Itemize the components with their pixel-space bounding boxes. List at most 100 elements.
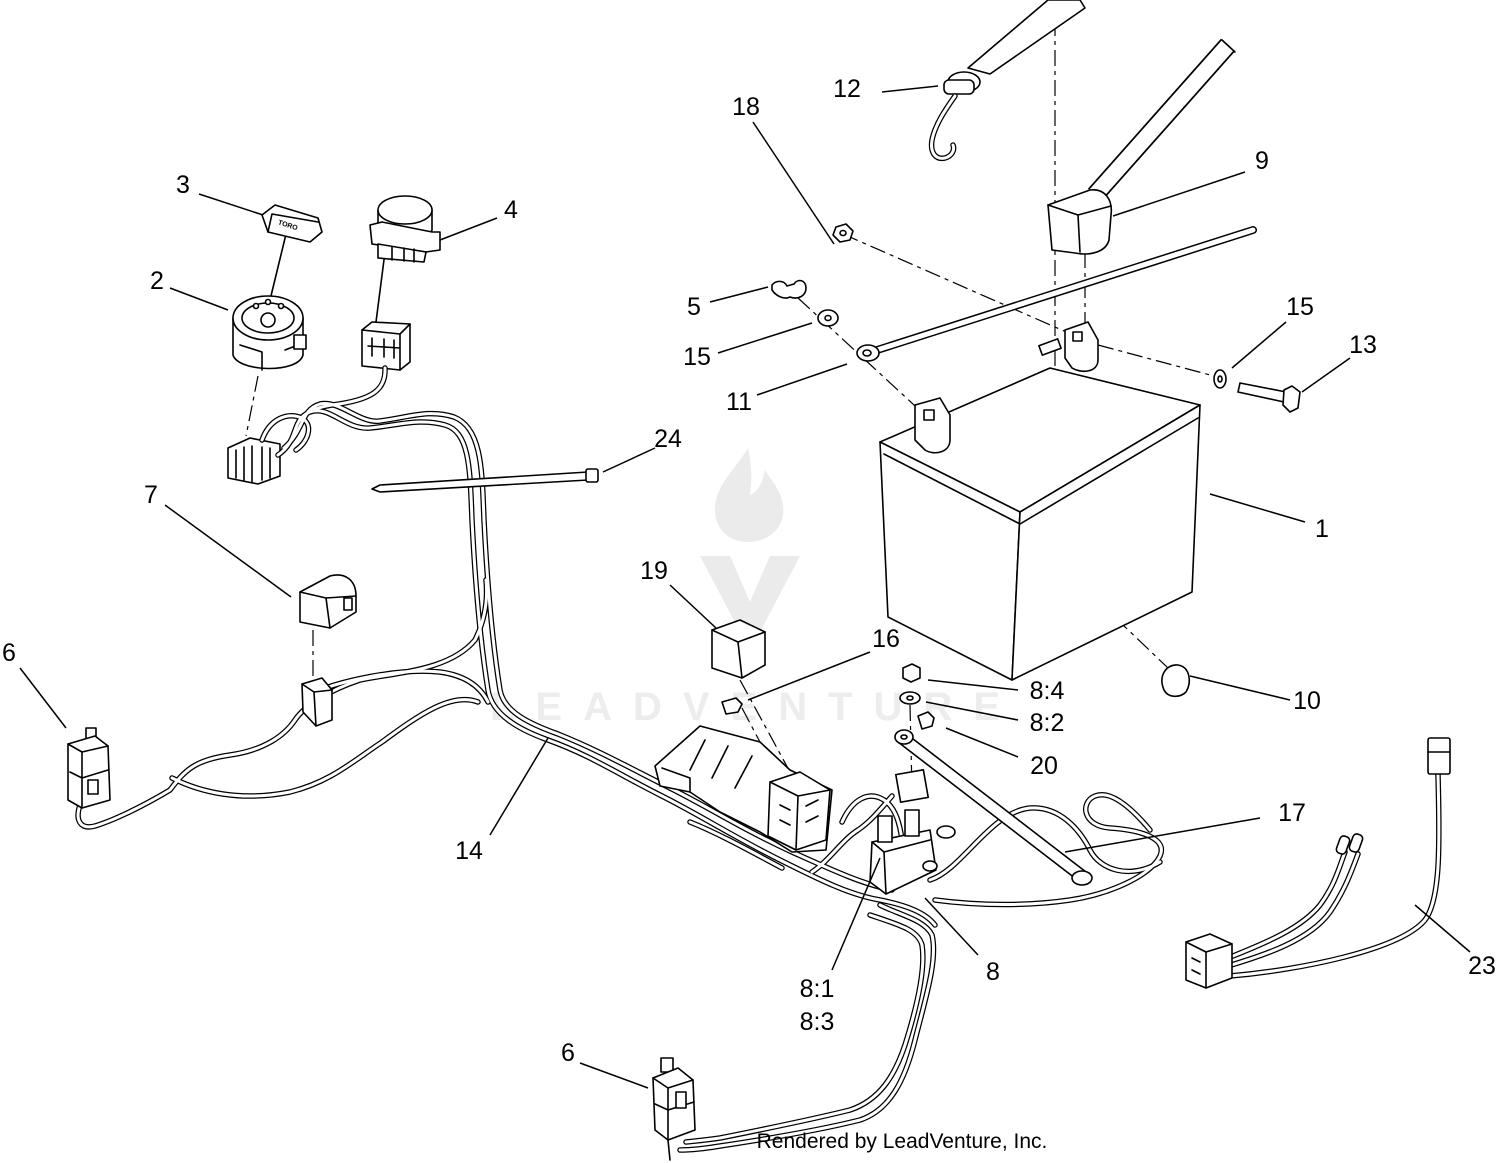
alignment-line	[375, 251, 386, 323]
washer-hole	[1217, 375, 1223, 383]
bolt-head	[1282, 385, 1301, 413]
strap-hook	[930, 94, 957, 160]
switch-body	[67, 735, 111, 809]
battery-terminal-left	[914, 397, 951, 454]
bolt-shaft	[1237, 382, 1287, 403]
callout-label: 12	[833, 75, 861, 103]
watermark-v-icon	[700, 556, 800, 632]
callout-label: 9	[1255, 147, 1269, 175]
cap	[1161, 664, 1191, 698]
switch-lead	[667, 1139, 671, 1161]
strap-buckle-pin	[943, 79, 975, 95]
strap-ring	[1071, 870, 1093, 886]
callout-labels: 12 18 9 3 4 2 5 15 13 15 11 24 7 1 19 16…	[2, 75, 1496, 1067]
solenoid-body	[869, 829, 937, 895]
solenoid-post	[877, 815, 893, 843]
callout-label: 14	[455, 837, 483, 865]
switch-body	[652, 1067, 696, 1141]
render-credit: Rendered by LeadVenture, Inc.	[757, 1130, 1048, 1153]
callout-label: 13	[1349, 331, 1377, 359]
alignment-line	[1097, 344, 1215, 377]
callout-label: 17	[1278, 799, 1306, 827]
leader-line	[945, 727, 1019, 758]
battery-terminal-right	[1064, 321, 1099, 373]
connector-ridges	[235, 445, 271, 483]
harness-wire	[76, 578, 489, 829]
callout-label: 15	[683, 343, 711, 371]
callout-label: 8:4	[1030, 677, 1065, 705]
callout-label: 16	[872, 625, 900, 653]
bolt-small	[721, 697, 743, 715]
key-slot-icon	[260, 312, 276, 328]
ignition-key: TORO	[261, 204, 323, 243]
leader-line	[1209, 493, 1306, 523]
relay	[711, 619, 766, 679]
connector-slots	[361, 323, 411, 371]
leader-line	[602, 447, 656, 473]
leader-line	[579, 1062, 649, 1089]
nut-8-4	[902, 663, 921, 683]
callout-label: 6	[561, 1039, 575, 1067]
leader-line	[747, 651, 871, 701]
connector-body	[227, 437, 281, 485]
harness-connector	[227, 437, 281, 485]
washer-hole	[906, 695, 914, 701]
leader-line	[1231, 321, 1287, 369]
cable-end	[1221, 39, 1236, 53]
switch-tab	[343, 597, 353, 611]
hardware	[721, 223, 1301, 730]
harness-clip-edge	[301, 683, 333, 727]
solenoid-mount	[922, 860, 938, 872]
alignment-line	[739, 679, 791, 773]
ring-terminal	[936, 825, 956, 839]
harness-wire	[78, 580, 486, 827]
cable-tie	[371, 468, 599, 493]
switch-edge	[299, 591, 357, 629]
leader-line	[831, 857, 881, 971]
position-mark	[277, 302, 285, 310]
callout-label: 7	[144, 481, 158, 509]
leader-line	[717, 322, 813, 354]
cable-boot	[1047, 189, 1113, 255]
leader-line	[489, 737, 549, 836]
terminal-hole	[923, 409, 935, 421]
pto-switch	[369, 195, 441, 263]
leader-line	[924, 897, 979, 956]
cable-body	[1089, 39, 1234, 201]
leader-line	[19, 667, 67, 729]
switch-edge	[67, 743, 109, 809]
leader-line	[925, 701, 1019, 721]
battery-right-face	[1011, 404, 1201, 681]
alignment-line	[245, 375, 259, 437]
callout-label: 11	[726, 388, 752, 416]
relay-socket	[767, 771, 831, 851]
callout-label: 15	[1286, 293, 1314, 321]
alignment-line	[842, 233, 1081, 339]
callout-label: 8:1	[800, 975, 835, 1003]
callout-label: 1	[1315, 515, 1329, 543]
cable-boot-edge	[1047, 204, 1112, 253]
hold-down-strap	[928, 0, 1086, 162]
leader-line	[881, 85, 939, 93]
leader-lines	[19, 85, 1471, 1089]
bullet-connector	[1335, 835, 1351, 855]
end-connector	[1427, 737, 1451, 775]
leader-line	[198, 193, 264, 216]
screw-20	[917, 711, 935, 730]
switch-body	[299, 574, 357, 629]
strap-band	[967, 0, 1086, 75]
washer-hole	[824, 314, 832, 322]
bullet-connector	[1348, 833, 1364, 853]
harness-connector-edge	[1185, 941, 1233, 989]
switch-knob-top	[377, 195, 433, 225]
switch-terminal	[675, 1091, 687, 1109]
starter-solenoid	[869, 768, 938, 895]
adapter-harness	[1185, 737, 1451, 989]
callout-label: 23	[1468, 952, 1496, 980]
callout-label: 3	[176, 171, 190, 199]
battery-label	[1038, 338, 1062, 356]
callout-label: 2	[150, 267, 164, 295]
callout-label: 8:2	[1030, 709, 1065, 737]
wing-nut	[771, 279, 807, 299]
